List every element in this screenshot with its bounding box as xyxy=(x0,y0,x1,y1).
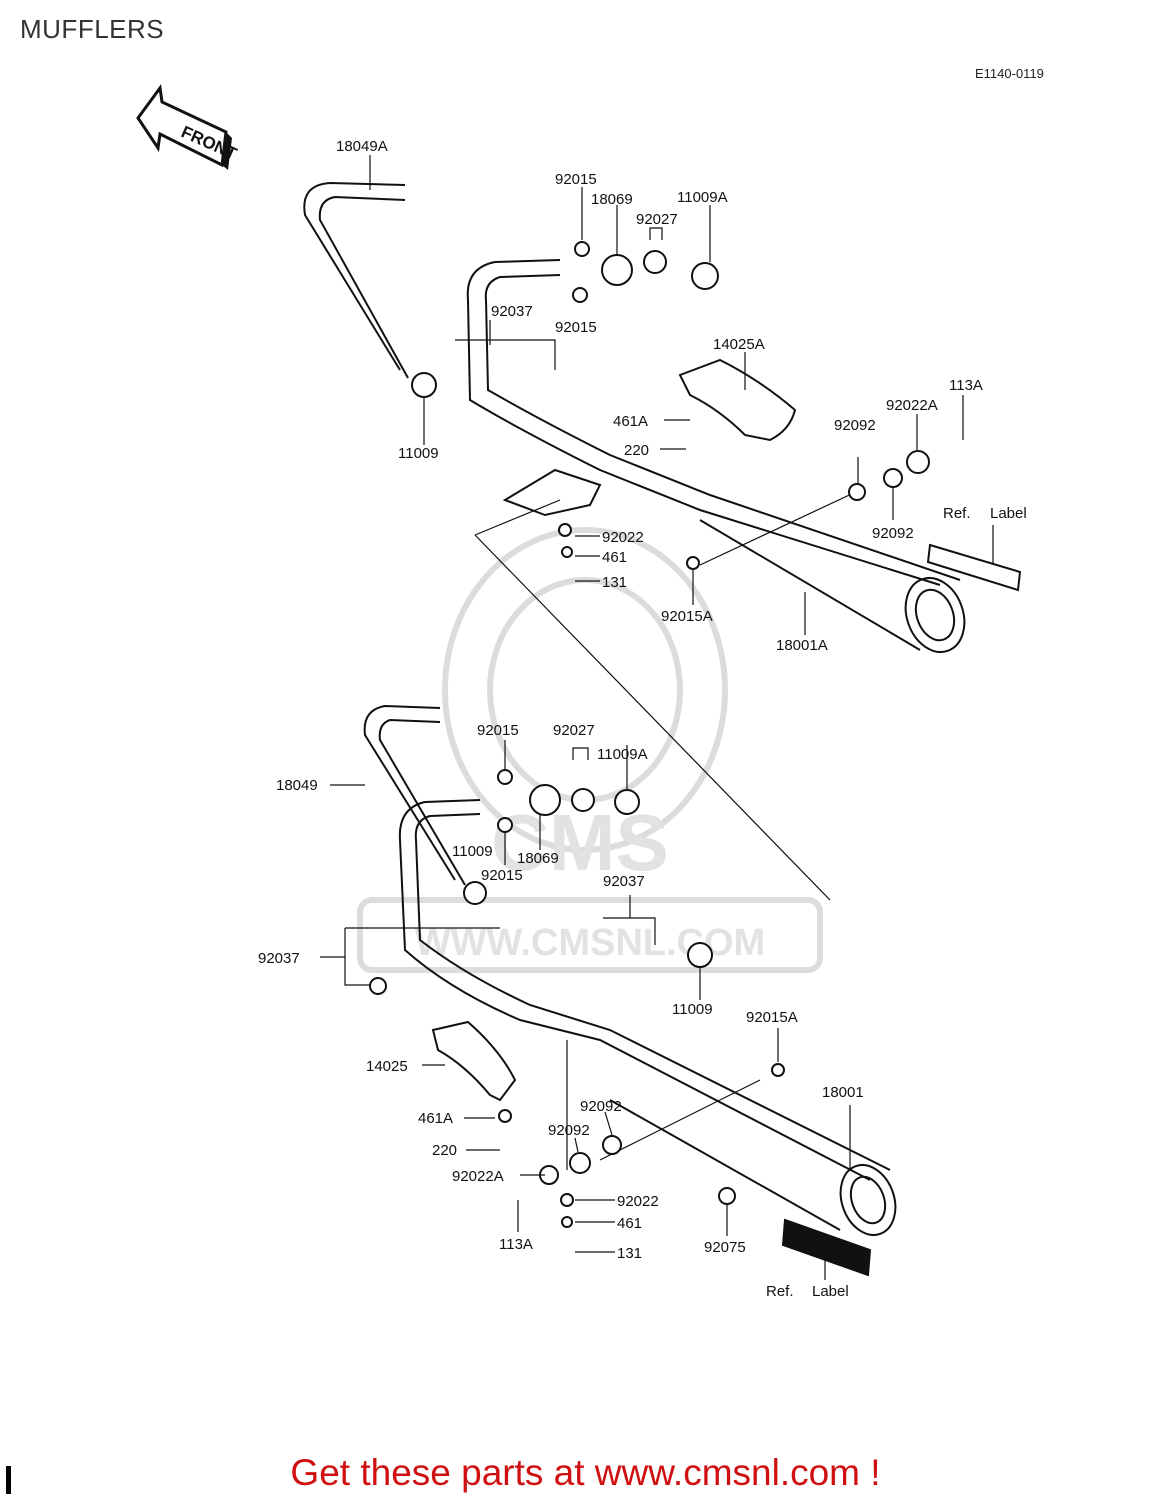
part-label: 92075 xyxy=(704,1239,746,1256)
part-label: Ref. xyxy=(766,1283,794,1300)
part-label: 18049 xyxy=(276,777,318,794)
part-label: 11009 xyxy=(398,445,439,462)
leader-lines xyxy=(320,155,994,1280)
part-label: 92037 xyxy=(258,950,300,967)
part-label: 92022A xyxy=(886,397,938,414)
page-title: MUFFLERS xyxy=(20,14,165,44)
part-label: 92015A xyxy=(661,608,713,625)
part-label: 113A xyxy=(949,377,983,394)
part-label: 11009 xyxy=(452,843,493,860)
part-label: 131 xyxy=(602,574,627,591)
part-label: 92037 xyxy=(491,303,533,320)
part-label: 92092 xyxy=(872,525,914,542)
muffler-18001 xyxy=(398,799,897,1236)
part-label: 92037 xyxy=(603,873,645,890)
exhaust-pipe-18049 xyxy=(363,704,466,886)
part-label: 113A xyxy=(499,1236,533,1253)
part-label: Label xyxy=(990,505,1027,522)
part-label: 18001 xyxy=(822,1084,864,1101)
muffler-18001A xyxy=(466,259,966,653)
part-label: 92015 xyxy=(555,319,597,336)
ref-label-plate-b xyxy=(781,1218,872,1277)
part-label: 92015A xyxy=(746,1009,798,1026)
part-label: 11009A xyxy=(597,746,648,763)
hardware-parts xyxy=(369,241,930,1228)
part-label: 18069 xyxy=(591,191,633,208)
part-label: 14025A xyxy=(713,336,765,353)
part-label: 11009A xyxy=(677,189,728,206)
part-label: 92015 xyxy=(477,722,519,739)
part-label: 92015 xyxy=(555,171,597,188)
part-label: 220 xyxy=(432,1142,457,1159)
part-label: 11009 xyxy=(672,1001,713,1018)
part-label: 461 xyxy=(602,549,627,566)
shop-link-banner[interactable]: Get these parts at www.cmsnl.com ! xyxy=(290,1452,881,1493)
part-label: Ref. xyxy=(943,505,971,522)
edge-mark xyxy=(6,1466,11,1494)
part-label: 92092 xyxy=(548,1122,590,1139)
part-label: 18069 xyxy=(517,850,559,867)
part-label: 92027 xyxy=(553,722,595,739)
diagram-code: E1140-0119 xyxy=(975,66,1044,81)
part-label: 461A xyxy=(418,1110,453,1127)
front-arrow-icon: FRONT xyxy=(136,84,240,170)
part-labels: 18049A 92015 18069 11009A 92027 92037 92… xyxy=(258,138,1027,1300)
part-label: 92092 xyxy=(580,1098,622,1115)
part-label: Label xyxy=(812,1283,849,1300)
watermark-logo-text: CMS xyxy=(491,798,669,887)
part-label: 461A xyxy=(613,413,648,430)
part-label: 220 xyxy=(624,442,649,459)
watermark xyxy=(357,527,823,973)
ref-label-plate-a xyxy=(926,543,1022,592)
part-label: 92092 xyxy=(834,417,876,434)
heat-shield-14025A xyxy=(678,358,797,442)
exhaust-pipe-18049A xyxy=(303,181,409,379)
part-label: 461 xyxy=(617,1215,642,1232)
heat-shield-14025 xyxy=(431,1020,517,1102)
part-label: 92022A xyxy=(452,1168,504,1185)
part-label: 92027 xyxy=(636,211,678,228)
part-label: 18049A xyxy=(336,138,388,155)
part-label: 18001A xyxy=(776,637,828,654)
parts-diagram: CMS WWW.CMSNL.COM FRONT xyxy=(136,84,1027,1300)
part-label: 131 xyxy=(617,1245,642,1262)
part-label: 92022 xyxy=(617,1193,659,1210)
part-label: 92015 xyxy=(481,867,523,884)
part-label: 92022 xyxy=(602,529,644,546)
guide-lines xyxy=(474,489,861,1170)
part-label: 14025 xyxy=(366,1058,408,1075)
